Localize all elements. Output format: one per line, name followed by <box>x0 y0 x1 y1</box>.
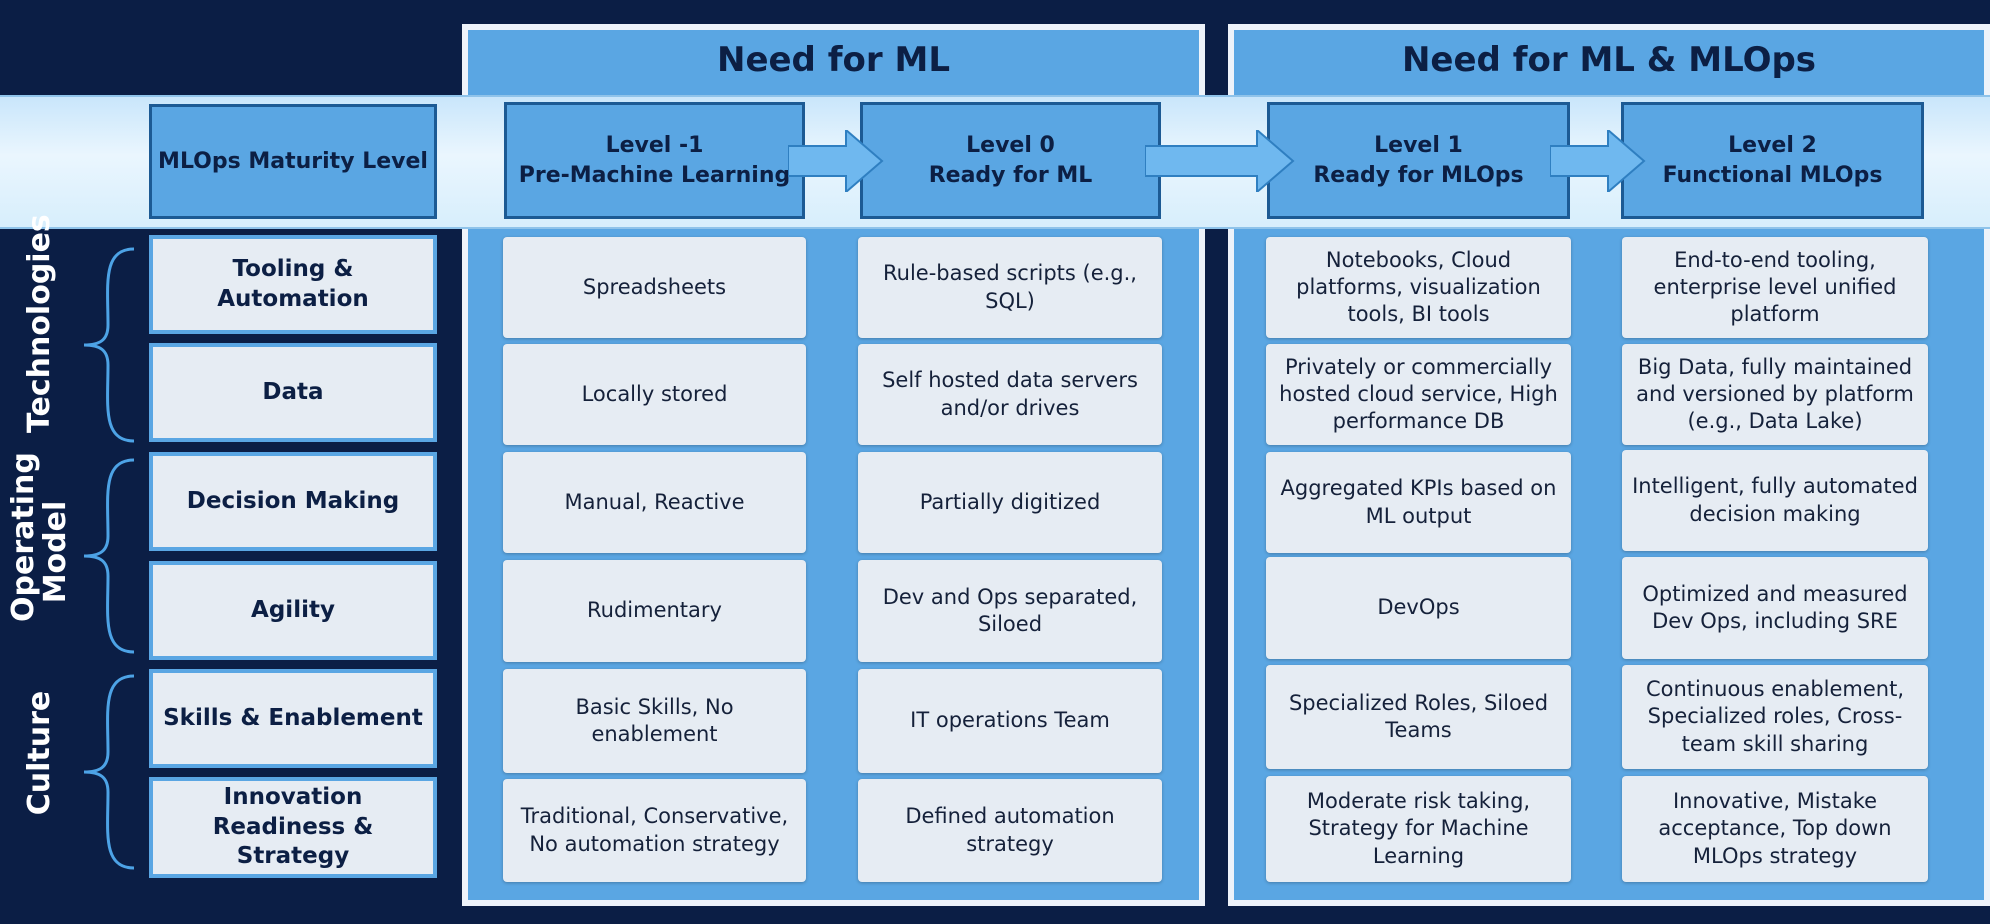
cell-agility-level-1: DevOps <box>1266 557 1571 659</box>
maturity-level-header-label: MLOps Maturity Level <box>158 148 428 174</box>
row-label-innovation-readiness: Innovation Readiness & Strategy <box>149 777 437 878</box>
row-label-decision-making: Decision Making <box>149 452 437 551</box>
group-label-operating-model: Operating Model <box>6 452 73 622</box>
group-label-culture: Culture <box>22 690 57 816</box>
panel-title-need-for-ml-mlops: Need for ML & MLOps <box>1401 40 1817 80</box>
arrow-right-icon <box>788 130 884 192</box>
row-label-data: Data <box>149 343 437 442</box>
level-1-subtitle: Ready for MLOps <box>1313 162 1524 188</box>
level-2: Level 2 Functional MLOps <box>1621 102 1924 219</box>
brace-icon <box>83 458 135 654</box>
cell-tooling-level-minus-1: Spreadsheets <box>503 237 806 338</box>
brace-icon <box>83 674 135 870</box>
cell-skills-level-1: Specialized Roles, Siloed Teams <box>1266 665 1571 769</box>
level-1-title: Level 1 <box>1374 132 1463 158</box>
row-label-skills-enablement: Skills & Enablement <box>149 669 437 768</box>
group-label-technologies: Technologies <box>22 214 57 433</box>
cell-skills-level-2: Continuous enablement, Specialized roles… <box>1622 665 1928 769</box>
level-minus-1-title: Level -1 <box>605 132 704 158</box>
level-0: Level 0 Ready for ML <box>860 102 1161 219</box>
arrow-right-icon <box>1145 130 1295 192</box>
maturity-level-header: MLOps Maturity Level <box>149 104 437 219</box>
level-1: Level 1 Ready for MLOps <box>1267 102 1570 219</box>
cell-skills-level-0: IT operations Team <box>858 669 1162 773</box>
cell-innovation-level-minus-1: Traditional, Conservative, No automation… <box>503 779 806 882</box>
level-minus-1: Level -1 Pre-Machine Learning <box>504 102 805 219</box>
level-minus-1-subtitle: Pre-Machine Learning <box>518 162 791 188</box>
cell-decision-level-0: Partially digitized <box>858 452 1162 553</box>
arrow-right-icon <box>1550 130 1646 192</box>
cell-innovation-level-2: Innovative, Mistake acceptance, Top down… <box>1622 776 1928 882</box>
cell-decision-level-1: Aggregated KPIs based on ML output <box>1266 452 1571 553</box>
level-2-subtitle: Functional MLOps <box>1662 162 1883 188</box>
row-label-agility: Agility <box>149 561 437 660</box>
cell-innovation-level-0: Defined automation strategy <box>858 779 1162 882</box>
cell-innovation-level-1: Moderate risk taking, Strategy for Machi… <box>1266 776 1571 882</box>
cell-tooling-level-0: Rule-based scripts (e.g., SQL) <box>858 237 1162 338</box>
cell-data-level-minus-1: Locally stored <box>503 344 806 445</box>
cell-agility-level-minus-1: Rudimentary <box>503 560 806 662</box>
cell-data-level-1: Privately or commercially hosted cloud s… <box>1266 344 1571 445</box>
cell-decision-level-minus-1: Manual, Reactive <box>503 452 806 553</box>
level-0-title: Level 0 <box>966 132 1055 158</box>
cell-data-level-2: Big Data, fully maintained and versioned… <box>1622 344 1928 445</box>
cell-skills-level-minus-1: Basic Skills, No enablement <box>503 669 806 773</box>
cell-tooling-level-1: Notebooks, Cloud platforms, visualizatio… <box>1266 237 1571 338</box>
cell-tooling-level-2: End-to-end tooling, enterprise level uni… <box>1622 237 1928 338</box>
level-2-title: Level 2 <box>1728 132 1817 158</box>
cell-data-level-0: Self hosted data servers and/or drives <box>858 344 1162 445</box>
cell-agility-level-2: Optimized and measured Dev Ops, includin… <box>1622 557 1928 659</box>
brace-icon <box>83 247 135 443</box>
cell-agility-level-0: Dev and Ops separated, Siloed <box>858 560 1162 662</box>
panel-title-need-for-ml: Need for ML <box>716 40 950 80</box>
cell-decision-level-2: Intelligent, fully automated decision ma… <box>1622 450 1928 551</box>
row-label-tooling-automation: Tooling & Automation <box>149 235 437 334</box>
level-0-subtitle: Ready for ML <box>928 162 1093 188</box>
